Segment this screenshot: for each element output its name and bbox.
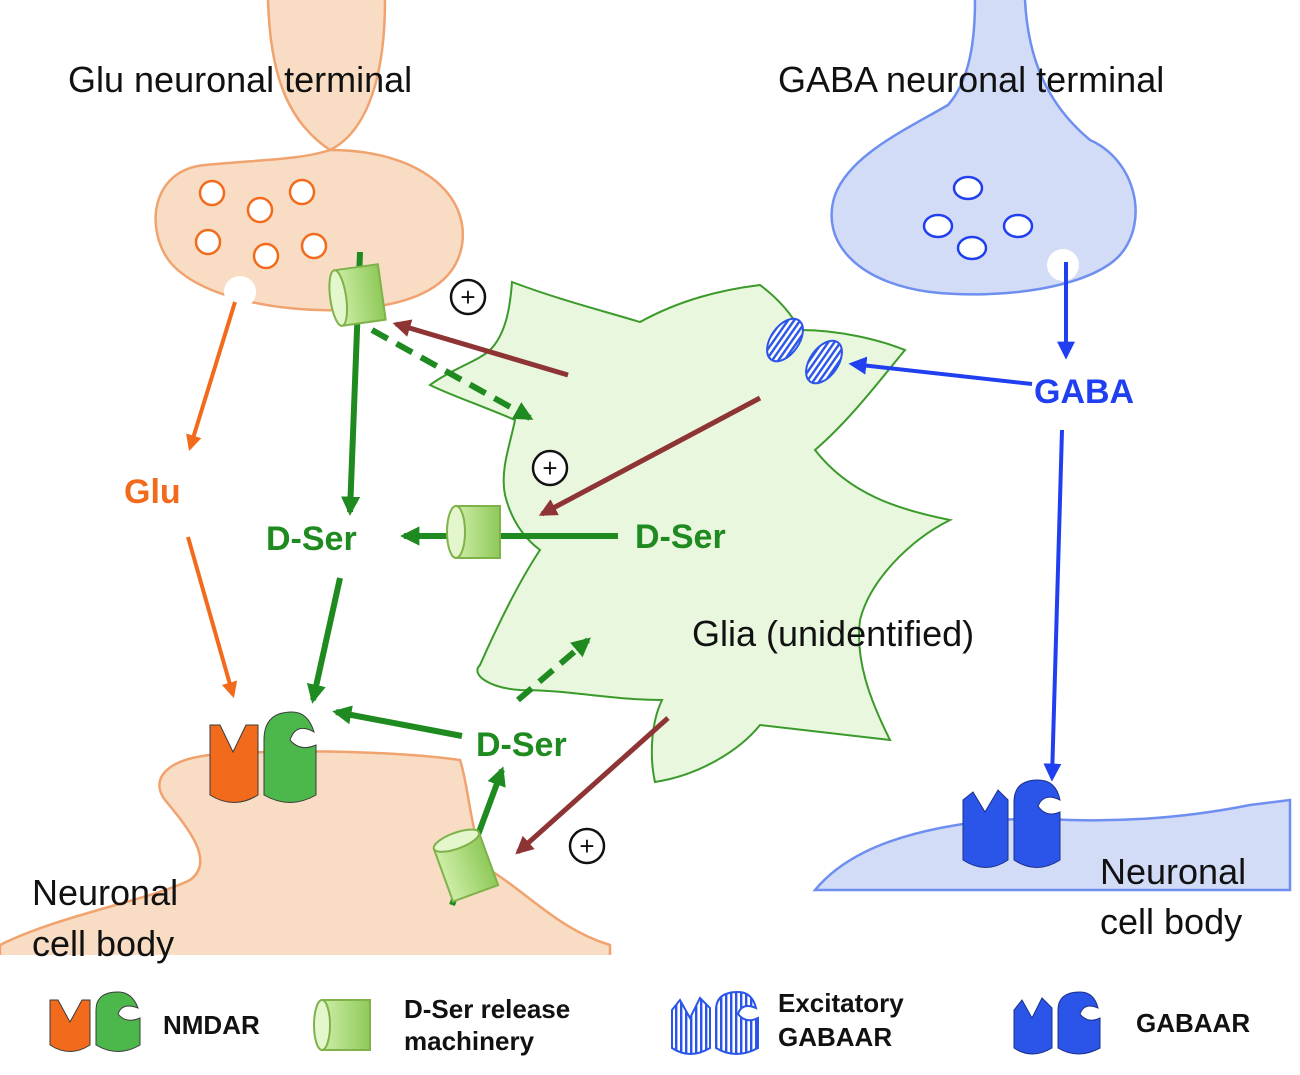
arrow-glia-to-cellbody-machinery: [515, 716, 670, 855]
nmdar-receptor: [209, 711, 317, 803]
arrow-glu-release: [186, 301, 237, 452]
arrow-terminal-to-glia-dashed: [370, 327, 534, 421]
arrow-bottom-dser-to-nmdar: [332, 705, 463, 739]
glu-label: Glu: [124, 473, 181, 511]
glu-vesicles: [194, 178, 328, 270]
machinery-cellbody: [432, 828, 500, 903]
legend-gabaar-label: GABAAR: [1136, 1008, 1250, 1038]
machinery-terminal: [328, 263, 387, 327]
legend-excitatory-label-2: GABAAR: [778, 1022, 892, 1052]
gaba-terminal-shape: [830, 0, 1137, 296]
arrow-gaba-to-gabaar: [1043, 429, 1064, 782]
arrow-glu-to-nmdar: [186, 536, 238, 699]
plus-sign-2: +: [531, 449, 569, 487]
glia-label: Glia (unidentified): [692, 613, 974, 654]
legend-machinery-label-1: D-Ser release: [404, 994, 570, 1024]
glu-release-site: [224, 276, 256, 308]
machinery-glia: [446, 505, 501, 559]
legend-excitatory-gabaar-icon: [671, 990, 759, 1055]
glu-terminal-label: Glu neuronal terminal: [68, 59, 412, 100]
right-cell-body-label-2: cell body: [1100, 901, 1242, 942]
gaba-vesicles: [922, 175, 1034, 261]
arrow-gaba-to-excitatory: [848, 356, 1033, 386]
legend-machinery-label-2: machinery: [404, 1026, 535, 1056]
legend: NMDAR D-Ser release machinery Excitatory…: [49, 988, 1250, 1056]
plus-sign-3: +: [568, 827, 606, 865]
glu-terminal-shape: [154, 0, 465, 312]
excitatory-gabaar-receptor: [766, 317, 843, 385]
legend-gabaar-icon: [1013, 991, 1101, 1055]
arrow-excitatory-to-glia-machinery: [538, 395, 762, 517]
gaba-label: GABA: [1034, 373, 1134, 411]
legend-nmdar-label: NMDAR: [163, 1010, 260, 1040]
legend-nmdar-icon: [49, 991, 141, 1052]
legend-machinery-icon: [313, 999, 371, 1051]
arrow-glia-to-terminal-machinery: [392, 319, 569, 378]
arrow-dser-to-nmdar: [306, 577, 343, 704]
gabaar-receptor: [962, 779, 1061, 868]
plus-sign-1-label: +: [460, 282, 475, 312]
right-cell-body-label-1: Neuronal: [1100, 851, 1246, 892]
left-cell-body-label-1: Neuronal: [32, 872, 178, 913]
legend-excitatory-label-1: Excitatory: [778, 988, 904, 1018]
dser-bottom-label: D-Ser: [476, 726, 567, 764]
plus-sign-2-label: +: [542, 453, 557, 483]
plus-sign-3-label: +: [579, 831, 594, 861]
dser-glia-label: D-Ser: [635, 518, 726, 556]
gaba-release-site: [1047, 249, 1079, 281]
gaba-terminal-label: GABA neuronal terminal: [778, 59, 1164, 100]
dser-left-label: D-Ser: [266, 520, 357, 558]
arrow-bottom-to-glia-dashed: [516, 637, 591, 703]
glia-shape: [428, 280, 954, 784]
left-cell-body-label-2: cell body: [32, 923, 174, 964]
plus-sign-1: +: [449, 278, 487, 316]
